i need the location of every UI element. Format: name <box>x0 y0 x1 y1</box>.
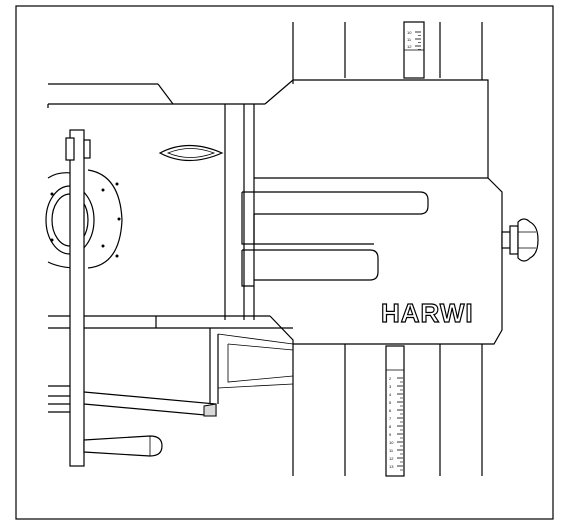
scale-top-tick-label: 12 <box>407 44 412 49</box>
scale-bottom-tick-label: 2 <box>389 376 392 381</box>
scale-bottom-tick-label: 6 <box>389 408 392 413</box>
scale-bottom-tick-label: 8 <box>389 424 392 429</box>
scale-top: 10 11 12 <box>403 21 425 79</box>
scale-bottom-tick-label: 11 <box>389 448 394 453</box>
upper-housing <box>48 79 482 105</box>
figure-border <box>15 5 554 520</box>
scale-bottom-tick-label: 9 <box>389 432 392 437</box>
scale-top-tick-label: 11 <box>407 37 412 42</box>
scale-bottom-tick-label: 4 <box>389 392 392 397</box>
scale-bottom-tick-label: 12 <box>389 456 394 461</box>
clamp-knob-icon <box>501 218 539 262</box>
scale-bottom-tick-label: 5 <box>389 400 392 405</box>
lower-platform <box>48 315 294 417</box>
scale-bottom-tick-label: 13 <box>389 464 394 469</box>
guide-slots <box>241 191 429 287</box>
scale-bottom-tick-label: 3 <box>389 384 392 389</box>
oval-port-icon <box>158 144 224 162</box>
brand-label: HARWI <box>381 298 474 328</box>
scale-top-tick-label: 10 <box>407 30 412 35</box>
side-plate <box>65 129 91 467</box>
scale-bottom: 2 3 4 5 6 7 8 9 10 11 12 13 <box>385 345 405 477</box>
scale-bottom-tick-label: 7 <box>389 416 392 421</box>
lever-handle <box>83 435 163 457</box>
scale-bottom-tick-label: 10 <box>389 440 394 445</box>
column-lines <box>292 22 483 476</box>
carriage-body <box>47 79 503 345</box>
